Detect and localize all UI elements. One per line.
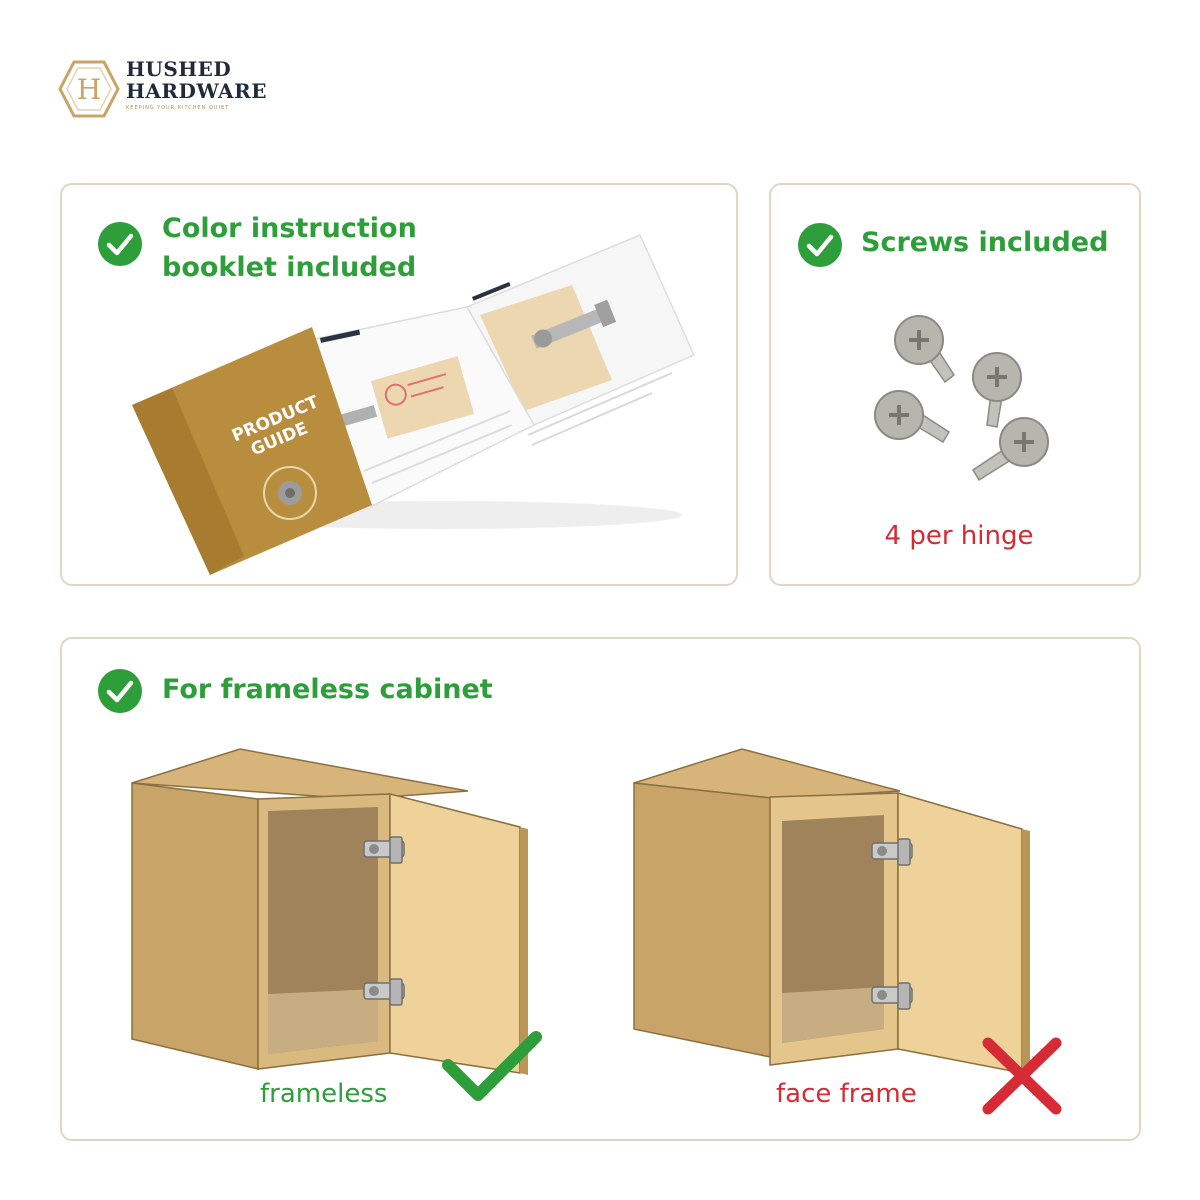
screw-icon — [971, 417, 1049, 482]
booklet-feature-line-2: booklet included — [162, 252, 417, 283]
booklet-feature-line-1: Color instruction — [162, 213, 417, 244]
cross-icon — [982, 1037, 1062, 1115]
frameless-label: frameless — [260, 1079, 388, 1109]
logo-wordmark: HUSHED HARDWARE — [126, 58, 267, 102]
checkmark-icon — [442, 1031, 542, 1101]
cabinet-feature-title: For frameless cabinet — [162, 674, 493, 705]
screw-icon — [894, 315, 956, 384]
screws-feature-title: Screws included — [861, 227, 1109, 258]
hinge-icon — [871, 838, 913, 866]
hinge-icon — [363, 978, 405, 1006]
screws-feature-panel: Screws included 4 per hinge — [769, 183, 1141, 586]
frameless-cabinet-illustration — [131, 748, 528, 1075]
cabinet-feature-panel: For frameless cabinet frameless — [60, 637, 1141, 1141]
check-circle-icon — [98, 669, 142, 713]
check-circle-icon — [98, 222, 142, 266]
face-frame-cabinet-illustration — [633, 748, 1030, 1075]
logo-line-1: HUSHED — [126, 57, 232, 81]
booklet-feature-title: Color instruction booklet included — [162, 209, 417, 287]
face-frame-label: face frame — [776, 1079, 917, 1109]
hexagon-logo-icon: H — [58, 60, 120, 118]
check-circle-icon — [798, 223, 842, 267]
screw-icon — [874, 390, 951, 444]
logo-tagline: KEEPING YOUR KITCHEN QUIET — [126, 105, 230, 111]
instruction-booklet-illustration: PRODUCT GUIDE — [132, 234, 695, 575]
screws-per-hinge-label: 4 per hinge — [884, 521, 1034, 551]
logo-monogram: H — [77, 73, 101, 106]
hinge-icon — [871, 982, 913, 1010]
logo-line-2: HARDWARE — [126, 79, 267, 103]
screws-illustration — [874, 315, 1049, 482]
hinge-icon — [363, 836, 405, 864]
booklet-feature-panel: Color instruction booklet included — [60, 183, 738, 586]
screw-icon — [972, 352, 1022, 428]
brand-logo: H HUSHED HARDWARE KEEPING YOUR KITCHEN Q… — [58, 56, 298, 120]
